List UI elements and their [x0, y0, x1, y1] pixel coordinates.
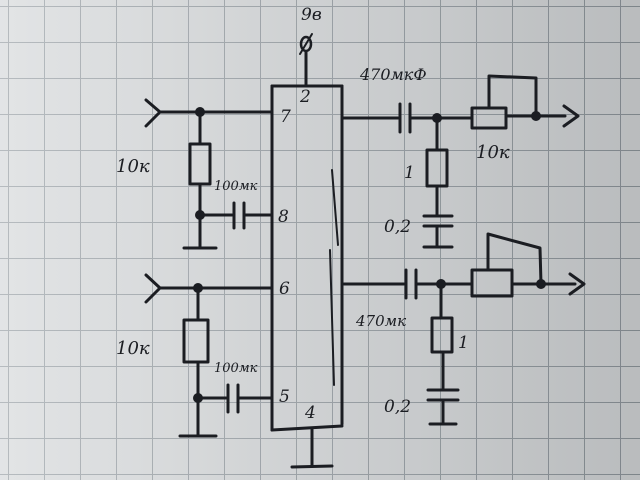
bottom-output-channel [342, 232, 586, 426]
pin-4-label: 4 [304, 403, 316, 423]
supply-label: 9в [301, 5, 322, 25]
top-zobel-cap-label: 0,2 [384, 217, 411, 237]
top-input-channel [144, 98, 274, 250]
bottom-input-resistor-label: 10к [116, 338, 150, 359]
ic-ground: 4 [290, 403, 334, 469]
top-feedback-cap-label: 100мк [214, 179, 258, 194]
top-series-resistor-label: 1 [404, 163, 415, 183]
top-input-resistor-label: 10к [116, 156, 150, 177]
bottom-output-cap-label: 470мк [355, 312, 406, 330]
pin-6-label: 6 [279, 279, 290, 299]
top-volume-pot-label: 10к [476, 142, 510, 163]
top-output-cap-label: 470мкФ [359, 65, 427, 84]
bottom-series-resistor-label: 1 [458, 333, 469, 353]
ic-chip [270, 84, 344, 432]
pin-8-label: 8 [278, 207, 289, 227]
bottom-input-channel [144, 273, 274, 438]
pin-2-label: 2 [299, 87, 311, 107]
top-output-channel [340, 74, 580, 249]
bottom-feedback-cap-label: 100мк [214, 361, 258, 376]
pin-5-label: 5 [279, 387, 290, 407]
pin-7-label: 7 [280, 107, 291, 127]
bottom-zobel-cap-label: 0,2 [384, 397, 411, 417]
supply-terminal: 9в [299, 5, 322, 88]
